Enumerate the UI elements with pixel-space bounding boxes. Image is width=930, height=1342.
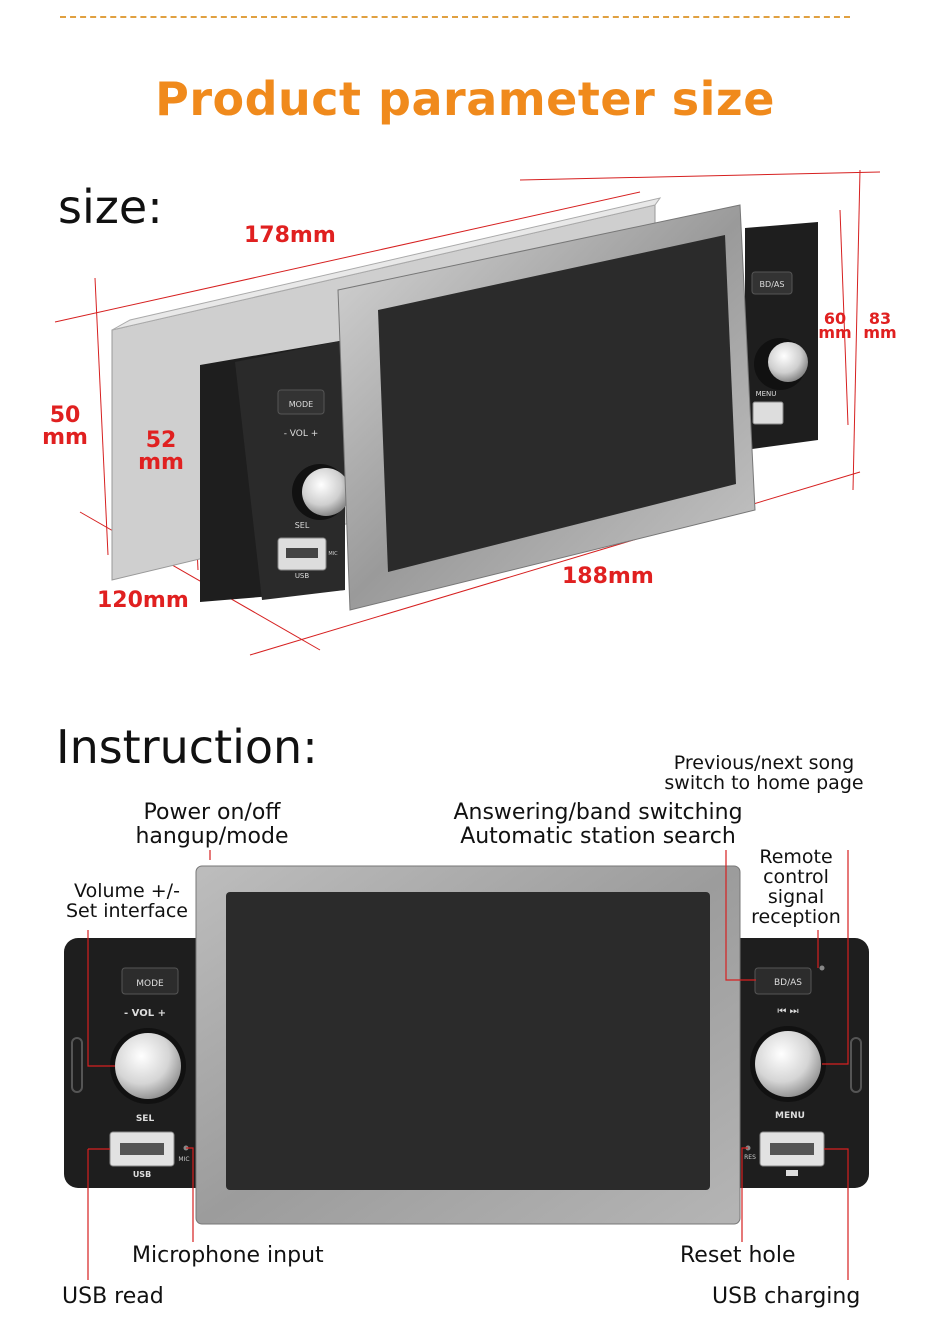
label-volume-line2: Set interface — [66, 900, 188, 922]
mic-label-2: MIC — [178, 1156, 189, 1163]
ir-sensor — [819, 965, 825, 971]
menu-knob-2[interactable] — [755, 1031, 821, 1097]
size-diagram: MODE - VOL + SEL USB MIC BD/AS MENU — [54, 169, 881, 656]
dim-50: 50 mm — [36, 405, 94, 449]
dim-52-value: 52 — [145, 428, 177, 453]
mode-label: MODE — [289, 400, 313, 409]
res-label: RES — [744, 1154, 756, 1161]
page-title: Product parameter size — [155, 72, 775, 126]
volume-knob-2[interactable] — [115, 1033, 181, 1099]
right-faceplate: BD/AS MENU — [745, 222, 818, 450]
label-volume-line1: Volume +/- — [74, 880, 180, 902]
size-heading: size: — [58, 180, 163, 234]
label-reset: Reset hole — [680, 1243, 796, 1268]
label-prevnext: Previous/next song switch to home page — [654, 753, 874, 793]
label-power-line1: Power on/off — [143, 800, 281, 825]
label-usb-read: USB read — [62, 1284, 164, 1309]
label-answering-line1: Answering/band switching — [453, 800, 743, 825]
label-remote-line3: signal — [767, 886, 825, 908]
dim-60: 60 mm — [816, 309, 854, 342]
menu-label-2: MENU — [775, 1111, 805, 1121]
mode-label-2: MODE — [136, 979, 164, 989]
dim-83-value: 83 — [868, 309, 892, 328]
label-volume: Volume +/- Set interface — [52, 881, 202, 921]
label-answering: Answering/band switching Automatic stati… — [428, 801, 768, 849]
instruction-diagram: MODE - VOL + SEL USB MIC BD/AS ⏮ ⏭ MENU … — [64, 850, 869, 1280]
label-microphone: Microphone input — [132, 1243, 324, 1268]
label-prevnext-line2: switch to home page — [664, 772, 864, 794]
dim-60-value: 60 — [823, 309, 847, 328]
dim-188: 188mm — [562, 564, 654, 589]
instruction-heading: Instruction: — [56, 720, 318, 774]
label-power: Power on/off hangup/mode — [112, 801, 312, 849]
dim-50-value: 50 — [49, 403, 81, 428]
label-usb-charging: USB charging — [712, 1284, 861, 1309]
dim-83: 83 mm — [860, 309, 900, 342]
bdas-label: BD/AS — [760, 280, 785, 289]
dim-178: 178mm — [244, 223, 336, 248]
leader-lines — [87, 850, 849, 1280]
dim-83-unit: mm — [863, 323, 897, 342]
label-remote-line2: control — [763, 866, 829, 888]
vol-label: - VOL + — [284, 429, 319, 439]
screen-assembly — [337, 204, 756, 611]
menu-label: MENU — [756, 390, 777, 398]
sel-label: SEL — [295, 521, 310, 530]
label-prevnext-line1: Previous/next song — [673, 752, 855, 774]
prev-next-icons[interactable]: ⏮ ⏭ — [777, 1006, 798, 1017]
volume-knob — [302, 468, 350, 516]
dim-52-unit: mm — [138, 450, 184, 475]
dim-120: 120mm — [97, 588, 189, 613]
top-divider — [60, 16, 850, 18]
bdas-label-2: BD/AS — [774, 978, 802, 988]
usb-label-2: USB — [133, 1170, 151, 1179]
dim-50-unit: mm — [42, 425, 88, 450]
left-faceplate: MODE - VOL + SEL USB MIC — [200, 340, 350, 602]
mic-label: MIC — [328, 551, 338, 557]
mode-button[interactable] — [121, 967, 179, 995]
battery-icon — [786, 1170, 798, 1176]
dim-60-unit: mm — [818, 323, 852, 342]
usb-label: USB — [295, 572, 310, 580]
sel-label-2: SEL — [136, 1114, 155, 1124]
bdas-button[interactable] — [754, 967, 812, 995]
label-answering-line2: Automatic station search — [460, 824, 736, 849]
label-remote-line4: reception — [751, 906, 841, 928]
label-remote: Remote control signal reception — [742, 847, 850, 927]
label-power-line2: hangup/mode — [135, 824, 289, 849]
label-remote-line1: Remote — [759, 846, 833, 868]
dim-52: 52 mm — [132, 430, 190, 474]
vol-label-2: - VOL + — [124, 1008, 166, 1019]
menu-knob — [768, 342, 808, 382]
touch-screen[interactable] — [226, 892, 710, 1190]
